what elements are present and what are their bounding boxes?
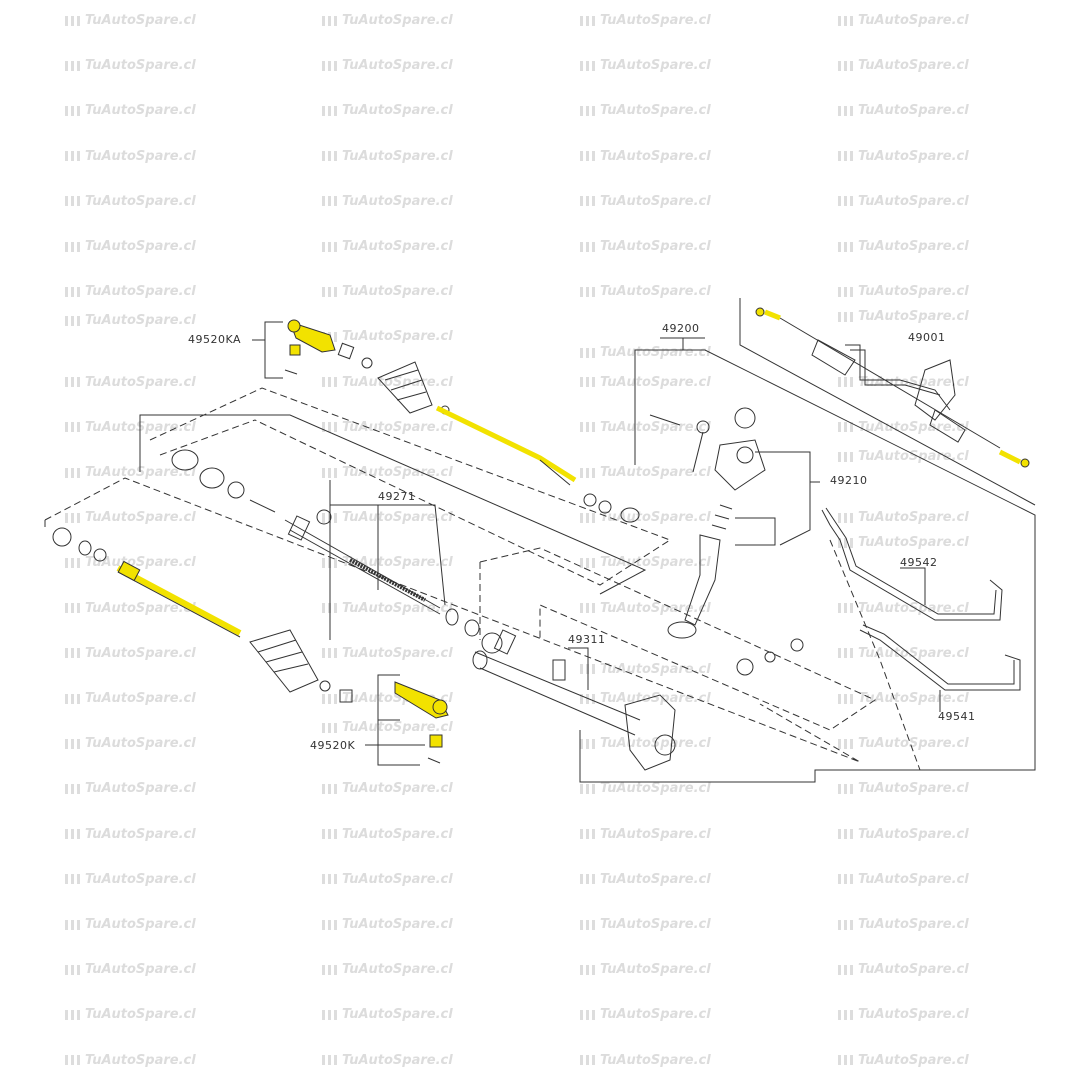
label-49200[interactable]: 49200	[662, 322, 700, 335]
inner-tie-rod-lower	[116, 560, 242, 638]
label-49001[interactable]: 49001	[908, 331, 946, 344]
pipe-49541	[859, 624, 1021, 691]
label-49520KA[interactable]: 49520KA	[188, 333, 242, 346]
label-49541[interactable]: 49541	[938, 710, 976, 723]
label-49311[interactable]: 49311	[568, 633, 606, 646]
steering-gear-assembly	[755, 307, 1030, 468]
pinion-assembly	[667, 439, 766, 639]
boot-upper	[377, 361, 433, 414]
tie-rod-end-outer-lower	[394, 681, 449, 764]
small-parts	[52, 342, 804, 703]
rack-housing	[472, 629, 676, 771]
label-49542[interactable]: 49542	[900, 556, 938, 569]
boot-lower	[249, 629, 319, 693]
rack-shaft	[249, 499, 441, 615]
boot-lower-ribs	[257, 639, 309, 673]
label-49271[interactable]: 49271	[378, 490, 416, 503]
label-49210[interactable]: 49210	[830, 474, 868, 487]
boot-upper-ribs	[384, 369, 427, 401]
inner-tie-rod-upper	[435, 405, 577, 483]
label-49520K[interactable]: 49520K	[310, 739, 356, 752]
group-outlines	[44, 298, 1036, 783]
inner-tie-rod-upper-edge	[539, 459, 571, 486]
tie-rod-end-outer-upper	[284, 319, 336, 375]
pipe-49542	[821, 507, 1003, 621]
